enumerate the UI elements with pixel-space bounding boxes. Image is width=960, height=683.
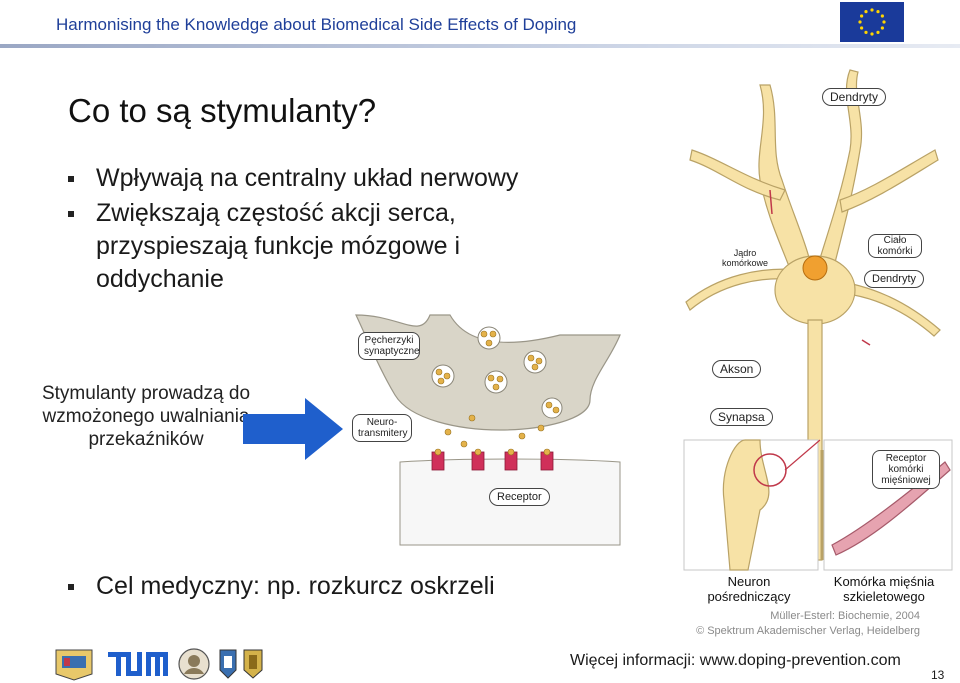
label-synapse: Synapsa — [710, 408, 773, 426]
bullet-text: Cel medyczny: np. rozkurcz oskrzeli — [96, 572, 495, 600]
eu-star-icon — [870, 8, 874, 12]
caption-interneuron: Neuron pośredniczący — [707, 574, 791, 604]
portrait-medallion-logo — [178, 648, 210, 680]
shield-logo-1 — [219, 649, 237, 679]
label-neurotransmitters: Neuro-transmitery — [352, 414, 412, 442]
interneuron-shape — [722, 439, 770, 571]
eu-star-icon — [864, 30, 868, 34]
receptors-group — [431, 451, 554, 471]
eu-star-icon — [880, 26, 884, 30]
caption-muscle-cell: Komórka mięśnia szkieletowego — [833, 574, 935, 604]
page-number: 13 — [931, 668, 945, 682]
bullet-square-icon — [68, 176, 74, 182]
tum-logo — [108, 652, 168, 676]
header-title: Harmonising the Knowledge about Biomedic… — [56, 15, 577, 34]
bullet-square-icon — [68, 211, 74, 217]
university-seal-logo — [55, 649, 93, 681]
label-nucleus: Jądro komórkowe — [722, 248, 769, 268]
vesicles-group — [431, 326, 563, 419]
nucleus-shape — [802, 255, 828, 281]
eu-star-icon — [870, 32, 874, 36]
bottom-bullet: Cel medyczny: np. rozkurcz oskrzeli — [68, 570, 495, 605]
label-muscle-receptor: Receptor komórki mięśniowej — [872, 450, 940, 489]
bullet-square-icon — [68, 584, 74, 590]
label-cell-body: Ciało komórki — [868, 234, 922, 258]
header-divider — [0, 44, 960, 48]
eu-star-icon — [876, 10, 880, 14]
slide-title: Co to są stymulanty? — [68, 92, 377, 129]
eu-star-icon — [860, 14, 864, 18]
eu-star-icon — [880, 14, 884, 18]
credit-line-1: Müller-Esterl: Biochemie, 2004 — [770, 610, 920, 622]
footer-logos — [55, 648, 263, 681]
header-bar: Harmonising the Knowledge about Biomedic… — [0, 0, 960, 48]
bullet-text: Zwiększają częstość akcji serca, przyspi… — [96, 199, 461, 293]
eu-star-icon — [876, 30, 880, 34]
bullet-text: Wpływają na centralny układ nerwowy — [96, 164, 519, 192]
cell-body-shape — [774, 255, 856, 325]
shield-logo-2 — [243, 649, 263, 679]
right-arrow-icon — [243, 398, 343, 460]
bullet-item: Wpływają na centralny układ nerwowy — [68, 162, 588, 195]
label-dendrites-top: Dendryty — [822, 88, 887, 106]
eu-star-icon — [882, 20, 886, 24]
credit-line-2: © Spektrum Akademischer Verlag, Heidelbe… — [696, 625, 920, 637]
label-axon: Akson — [712, 360, 762, 378]
bullet-item: Cel medyczny: np. rozkurcz oskrzeli — [68, 570, 495, 603]
eu-flag-logo — [840, 2, 904, 42]
eu-star-icon — [864, 10, 868, 14]
label-receptor: Receptor — [489, 488, 550, 506]
eu-star-icon — [858, 20, 862, 24]
bullet-item: Zwiększają częstość akcji serca, przyspi… — [68, 197, 588, 296]
label-dendrites-mid: Dendryty — [864, 270, 925, 288]
footer-link[interactable]: Więcej informacji: www.doping-prevention… — [570, 652, 901, 669]
label-vesicles: Pęcherzyki synaptyczne — [358, 332, 420, 360]
eu-star-icon — [860, 26, 864, 30]
stimulants-note: Stymulanty prowadzą do wzmożonego uwalni… — [41, 383, 251, 450]
bullet-list: Wpływają na centralny układ nerwowy Zwię… — [68, 162, 588, 298]
dendrites-shape — [685, 69, 941, 337]
